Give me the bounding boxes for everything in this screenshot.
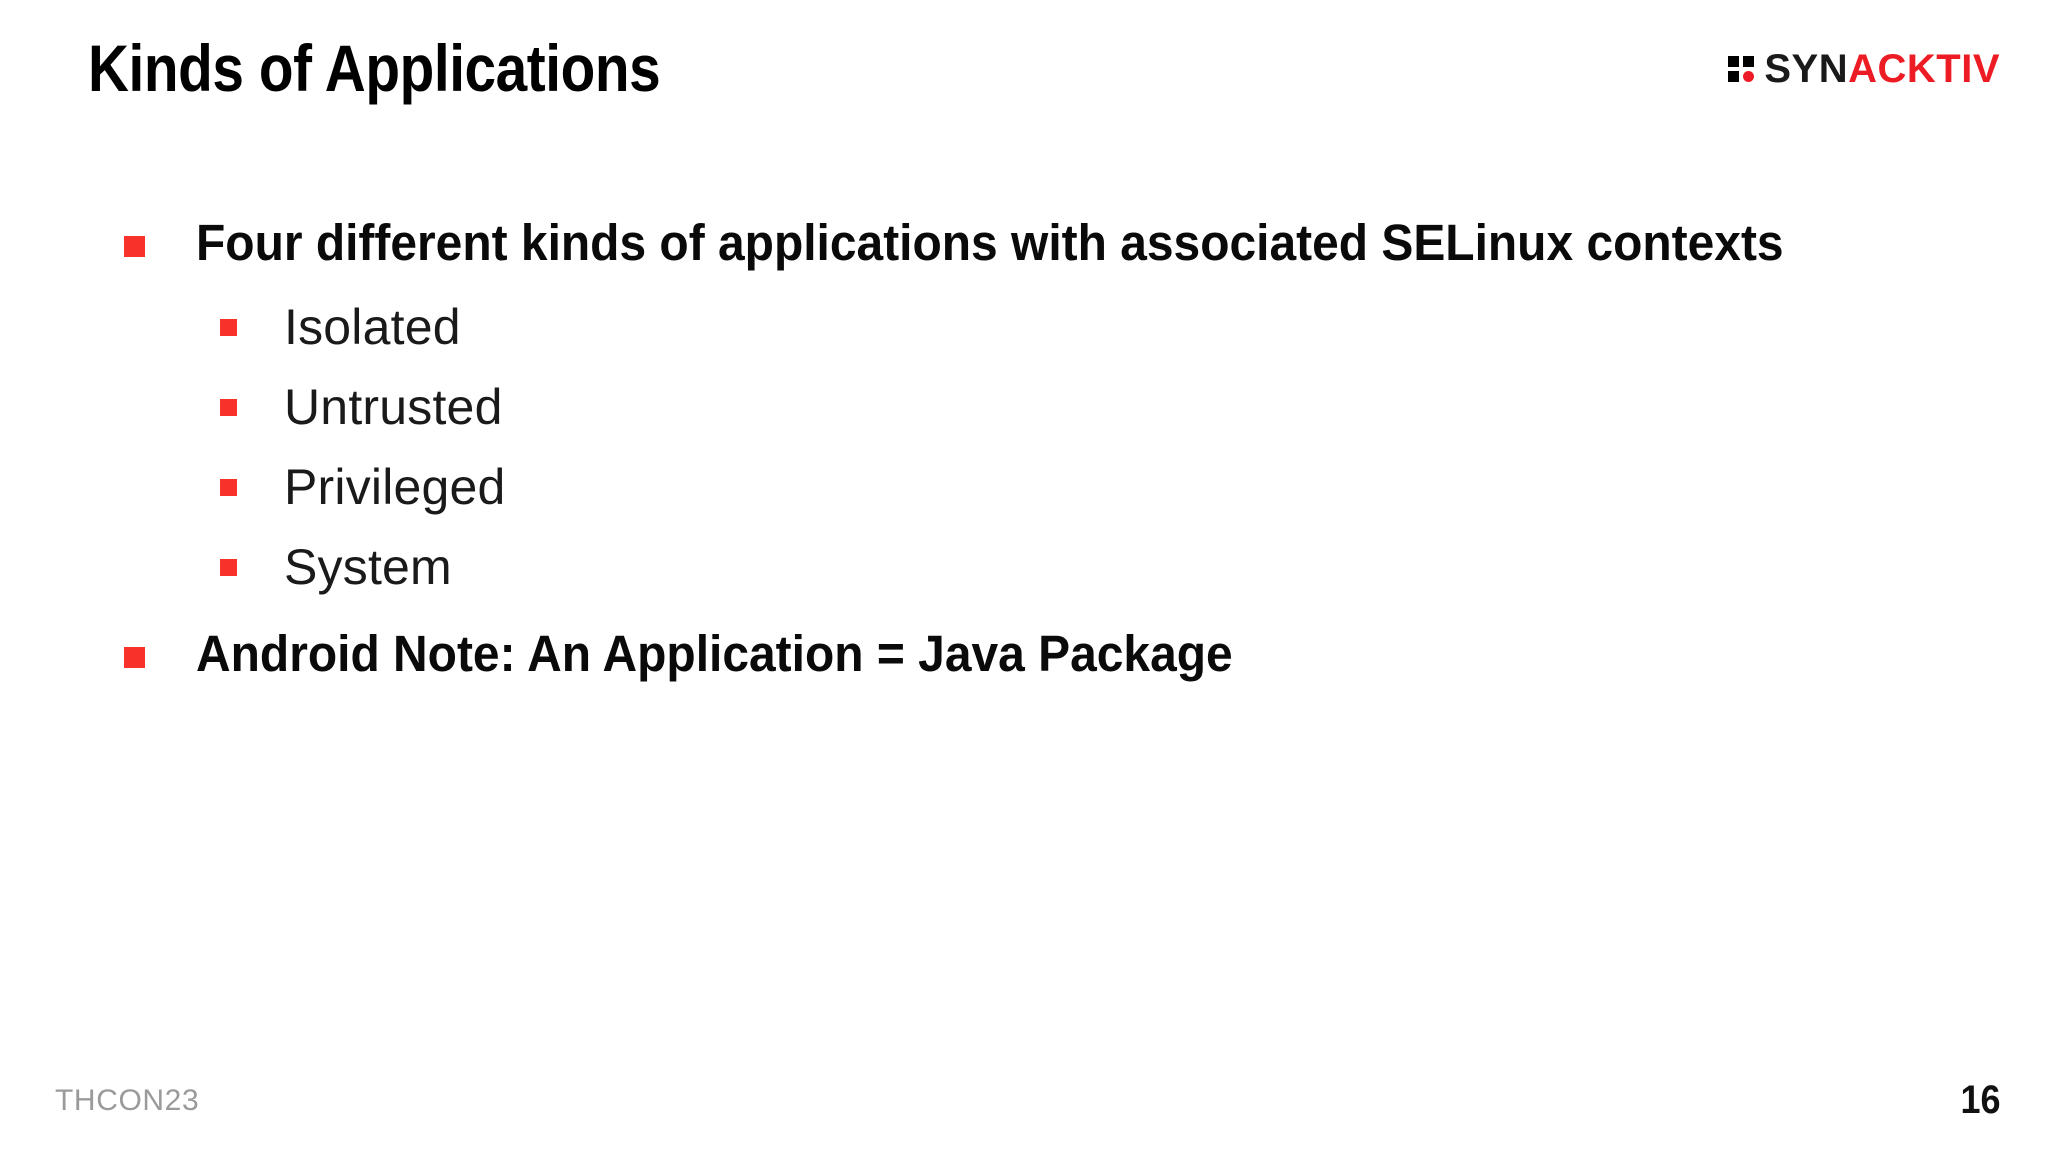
- bullet-item-sub-untrusted: Untrusted: [0, 367, 2048, 447]
- bullet-item-sub-system: System: [0, 527, 2048, 607]
- brand-logo: SYNACKTIV: [1728, 46, 2000, 92]
- bullet-marker-icon: [220, 399, 237, 416]
- sub-bullet-list: Isolated Untrusted Privileged System: [0, 287, 2048, 607]
- bullet-item-primary-1: Four different kinds of applications wit…: [0, 210, 2036, 275]
- logo-square-top-left: [1728, 56, 1740, 67]
- bullet-marker-icon: [124, 236, 145, 257]
- logo-square-bottom-left: [1728, 71, 1740, 82]
- footer-conference-label: THCON23: [55, 1084, 200, 1117]
- bullet-list: Four different kinds of applications wit…: [0, 210, 2048, 686]
- bullet-marker-icon: [220, 479, 237, 496]
- bullet-text-sub-4: System: [284, 539, 452, 595]
- bullet-item-sub-isolated: Isolated: [0, 287, 2048, 367]
- bullet-item-primary-2: Android Note: An Application = Java Pack…: [0, 621, 2036, 686]
- brand-wordmark: SYNACKTIV: [1764, 49, 2000, 89]
- bullet-text-sub-1: Isolated: [284, 299, 461, 355]
- page-title: Kinds of Applications: [88, 31, 661, 105]
- bullet-marker-icon: [124, 647, 145, 668]
- bullet-marker-icon: [220, 559, 237, 576]
- brand-wordmark-syn: SYN: [1764, 47, 1849, 91]
- synacktiv-logo-mark-icon: [1728, 56, 1755, 82]
- bullet-marker-icon: [220, 319, 237, 336]
- logo-red-dot-icon: [1743, 71, 1755, 82]
- slide-content: Four different kinds of applications wit…: [0, 210, 2048, 696]
- slide-header: Kinds of Applications SYNACKTIV: [0, 0, 2048, 140]
- brand-wordmark-acktiv: ACKTIV: [1848, 47, 2000, 91]
- bullet-text-sub-2: Untrusted: [284, 379, 503, 435]
- slide-footer: THCON23 16: [0, 1032, 2048, 1152]
- bullet-item-sub-privileged: Privileged: [0, 447, 2048, 527]
- bullet-text-primary-1: Four different kinds of applications wit…: [196, 214, 1784, 271]
- bullet-text-primary-2: Android Note: An Application = Java Pack…: [196, 625, 1233, 682]
- footer-page-number: 16: [1959, 1078, 2000, 1122]
- logo-square-top-right: [1743, 56, 1755, 67]
- bullet-text-sub-3: Privileged: [284, 459, 506, 515]
